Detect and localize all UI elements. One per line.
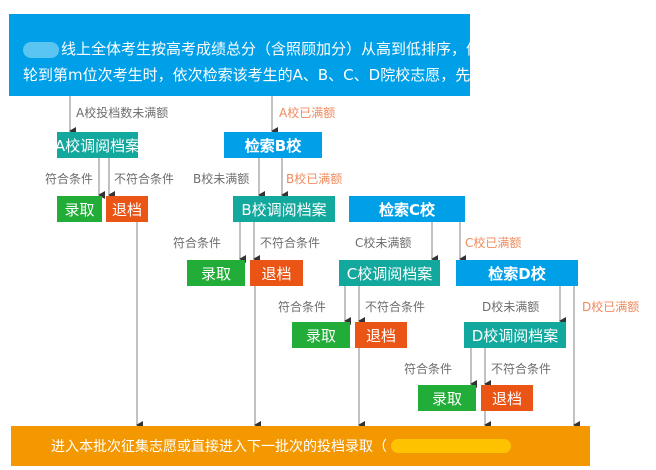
label-not-meet: 不符合条件 (365, 300, 426, 314)
label-meet: 符合条件 (278, 300, 327, 314)
label-meet: 符合条件 (173, 236, 222, 250)
end-text: 进入本批次征集志愿或直接进入下一批次的投档录取（ (51, 439, 387, 455)
label-d-full: D校已满额 (582, 300, 640, 314)
start-line2-bold: 检索A校 (470, 66, 527, 84)
label-c-full: C校已满额 (465, 236, 522, 250)
b-reject-box: 退档 (250, 260, 303, 286)
d-search-box: 检索D校 (456, 260, 578, 286)
c-reject-box: 退档 (355, 322, 407, 348)
d-review-box: D校调阅档案 (464, 322, 566, 348)
d-reject-box: 退档 (481, 385, 533, 411)
a-review-box: A校调阅档案 (55, 132, 140, 158)
label-a-full: A校已满额 (279, 106, 336, 120)
c-admit-box: 录取 (292, 322, 350, 348)
start-box: 线上全体考生按高考成绩总分（含照顾加分）从高到低排序，依次检索。 轮到第m位次考… (9, 14, 541, 96)
label-not-meet: 不符合条件 (491, 362, 552, 376)
b-admit-box: 录取 (187, 260, 245, 286)
label-b-full: B校已满额 (286, 172, 343, 186)
label-not-meet: 不符合条件 (114, 172, 175, 186)
d-admit-box: 录取 (418, 385, 476, 411)
b-search-box: 检索B校 (224, 132, 322, 158)
redacted-blur (23, 41, 59, 58)
c-search-box: 检索C校 (349, 196, 465, 222)
a-reject-box: 退档 (106, 196, 148, 222)
start-line1: 线上全体考生按高考成绩总分（含照顾加分）从高到低排序，依次检索。 (61, 40, 542, 58)
end-box: 进入本批次征集志愿或直接进入下一批次的投档录取（ (11, 426, 590, 466)
label-c-not-full: C校未满额 (355, 236, 412, 250)
label-b-not-full: B校未满额 (193, 172, 250, 186)
label-meet: 符合条件 (45, 172, 94, 186)
redacted-blur (391, 439, 511, 453)
label-not-meet: 不符合条件 (260, 236, 321, 250)
a-admit-box: 录取 (57, 196, 102, 222)
b-review-box: B校调阅档案 (233, 196, 335, 222)
start-line2: 轮到第m位次考生时，依次检索该考生的A、B、C、D院校志愿，先 (23, 66, 471, 84)
label-d-not-full: D校未满额 (482, 300, 540, 314)
c-review-box: C校调阅档案 (339, 260, 440, 286)
label-a-not-full: A校投档数未满额 (76, 106, 169, 120)
label-meet: 符合条件 (404, 362, 453, 376)
